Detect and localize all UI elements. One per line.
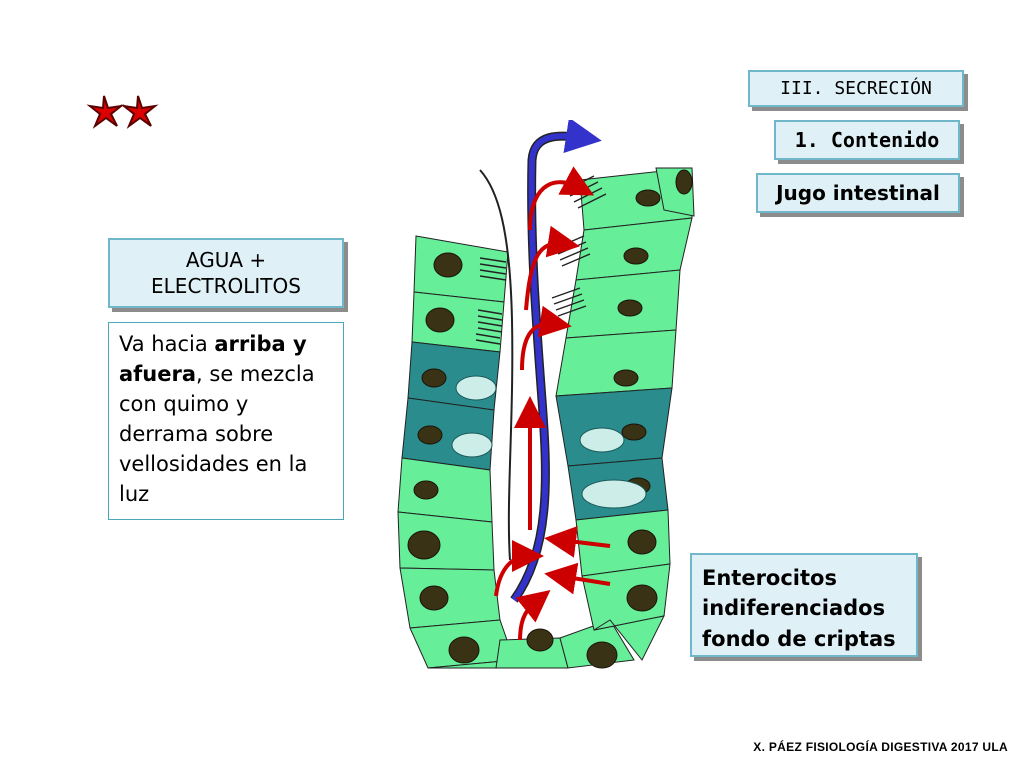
electrolitos-line: ELECTROLITOS [151, 274, 301, 298]
agua-electrolitos-label: AGUA + ELECTROLITOS [108, 238, 344, 308]
topic-label: Jugo intestinal [756, 173, 960, 213]
desc-part1: Va hacia [119, 332, 215, 356]
subsection-text: 1. Contenido [794, 128, 940, 152]
callout-line2: indiferenciados [702, 596, 886, 621]
agua-line: AGUA + [185, 248, 267, 272]
lumen-line [479, 169, 514, 561]
goblet-vacuoles [451, 375, 647, 509]
callout-line1: Enterocitos [702, 566, 837, 590]
crypt-diagram [397, 120, 695, 669]
description-text: Va hacia arriba y afuera, se mezcla con … [108, 322, 344, 520]
section-label: III. SECRECIÓN [748, 70, 964, 107]
desc-bold1: arriba y afuera [119, 332, 307, 387]
section-text: III. SECRECIÓN [780, 78, 932, 99]
subsection-label: 1. Contenido [774, 120, 960, 160]
footer-credit: X. PÁEZ FISIOLOGÍA DIGESTIVA 2017 ULA [753, 740, 1008, 754]
right-wall-cells [555, 167, 695, 661]
secretion-arrows [494, 166, 611, 641]
callout-line3: fondo de criptas [702, 626, 896, 651]
enterocitos-callout: Enterocitos indiferenciados fondo de cri… [690, 553, 918, 657]
stars-icon [86, 95, 159, 129]
topic-text: Jugo intestinal [776, 181, 940, 205]
desc-part2: , se mezcla con quimo y derrama sobre ve… [119, 362, 315, 507]
